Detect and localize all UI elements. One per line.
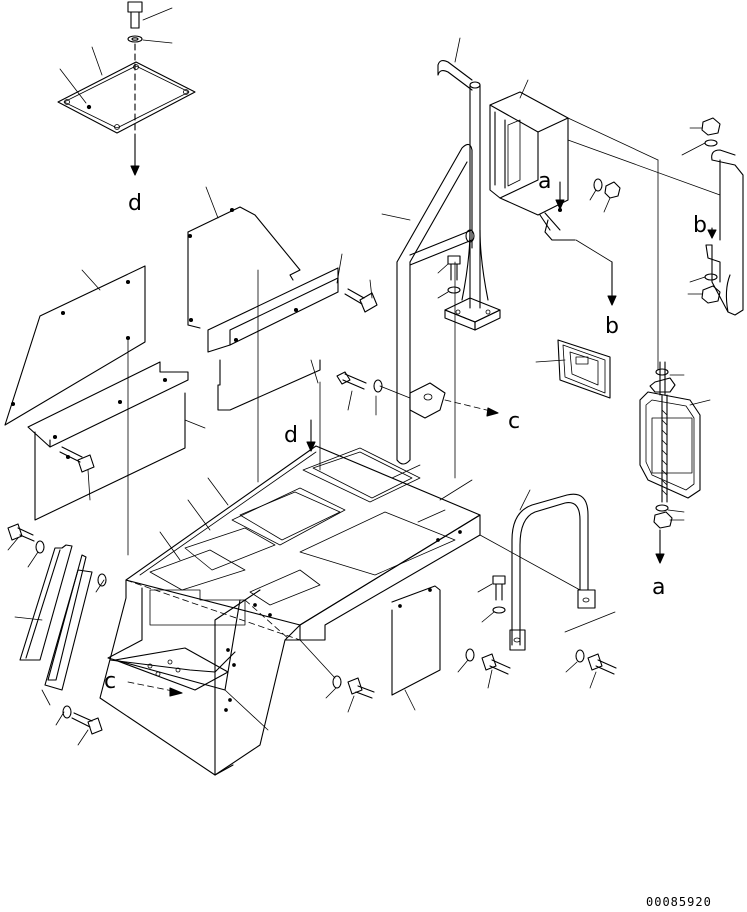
washer-icon	[655, 504, 669, 512]
washer-icon	[127, 35, 143, 43]
ref-letter-c-right: c	[508, 409, 520, 434]
nut-icon	[701, 285, 721, 304]
bolt-icon	[477, 575, 506, 623]
angle-strip-upper	[207, 253, 343, 353]
ref-letter-a-bottom: a	[652, 575, 665, 600]
lower-right-panel	[391, 585, 441, 711]
left-angle-strip	[27, 361, 189, 448]
upper-lower-plate	[217, 359, 321, 411]
bolt-icon	[59, 446, 95, 501]
mount-bracket	[379, 382, 446, 419]
mirror-bracket	[489, 79, 576, 241]
drawing-number: 00085920	[646, 895, 712, 909]
washer-icon	[593, 178, 603, 192]
washer-icon	[35, 540, 45, 554]
small-mirror	[535, 339, 611, 399]
nut-icon	[589, 181, 621, 213]
bolt-icon	[336, 371, 367, 411]
u-bolt-top	[437, 37, 473, 91]
washer-icon	[681, 139, 718, 156]
top-cover-assembly	[57, 1, 196, 176]
ref-letter-d-top: d	[128, 191, 142, 216]
left-bracket-assembly	[7, 523, 107, 746]
large-mirror	[639, 361, 711, 503]
left-lower-panel	[34, 392, 206, 521]
ref-letter-d-center: d	[284, 423, 298, 448]
handrail-small	[509, 489, 596, 651]
left-side-panel	[4, 265, 146, 426]
washer-icon	[565, 649, 585, 673]
bolt-icon	[127, 1, 143, 29]
nut-icon	[689, 117, 721, 136]
main-body	[99, 445, 481, 776]
handrail-large	[381, 143, 475, 465]
washer-icon	[97, 573, 107, 587]
bolt-icon	[437, 255, 461, 299]
bolt-icon	[587, 653, 617, 689]
washer-icon	[704, 273, 718, 281]
ref-letter-c-lower: c	[104, 669, 116, 694]
bolt-icon	[71, 712, 103, 735]
ref-letter-a-top: a	[538, 169, 551, 194]
washer-icon	[457, 648, 475, 673]
bolt-icon	[481, 653, 511, 689]
washer-icon	[62, 705, 72, 719]
upper-side-panel	[187, 186, 301, 329]
support-post	[444, 81, 501, 331]
ref-letter-b-right: b	[693, 213, 707, 238]
washer-icon	[373, 379, 383, 416]
cover-plate	[57, 61, 196, 134]
bolt-icon	[344, 279, 378, 313]
washer-icon	[325, 675, 342, 699]
bolt-icon	[7, 523, 35, 542]
bolt-icon	[347, 677, 375, 713]
nut-icon	[653, 511, 673, 529]
ref-letter-b-center: b	[605, 314, 619, 339]
